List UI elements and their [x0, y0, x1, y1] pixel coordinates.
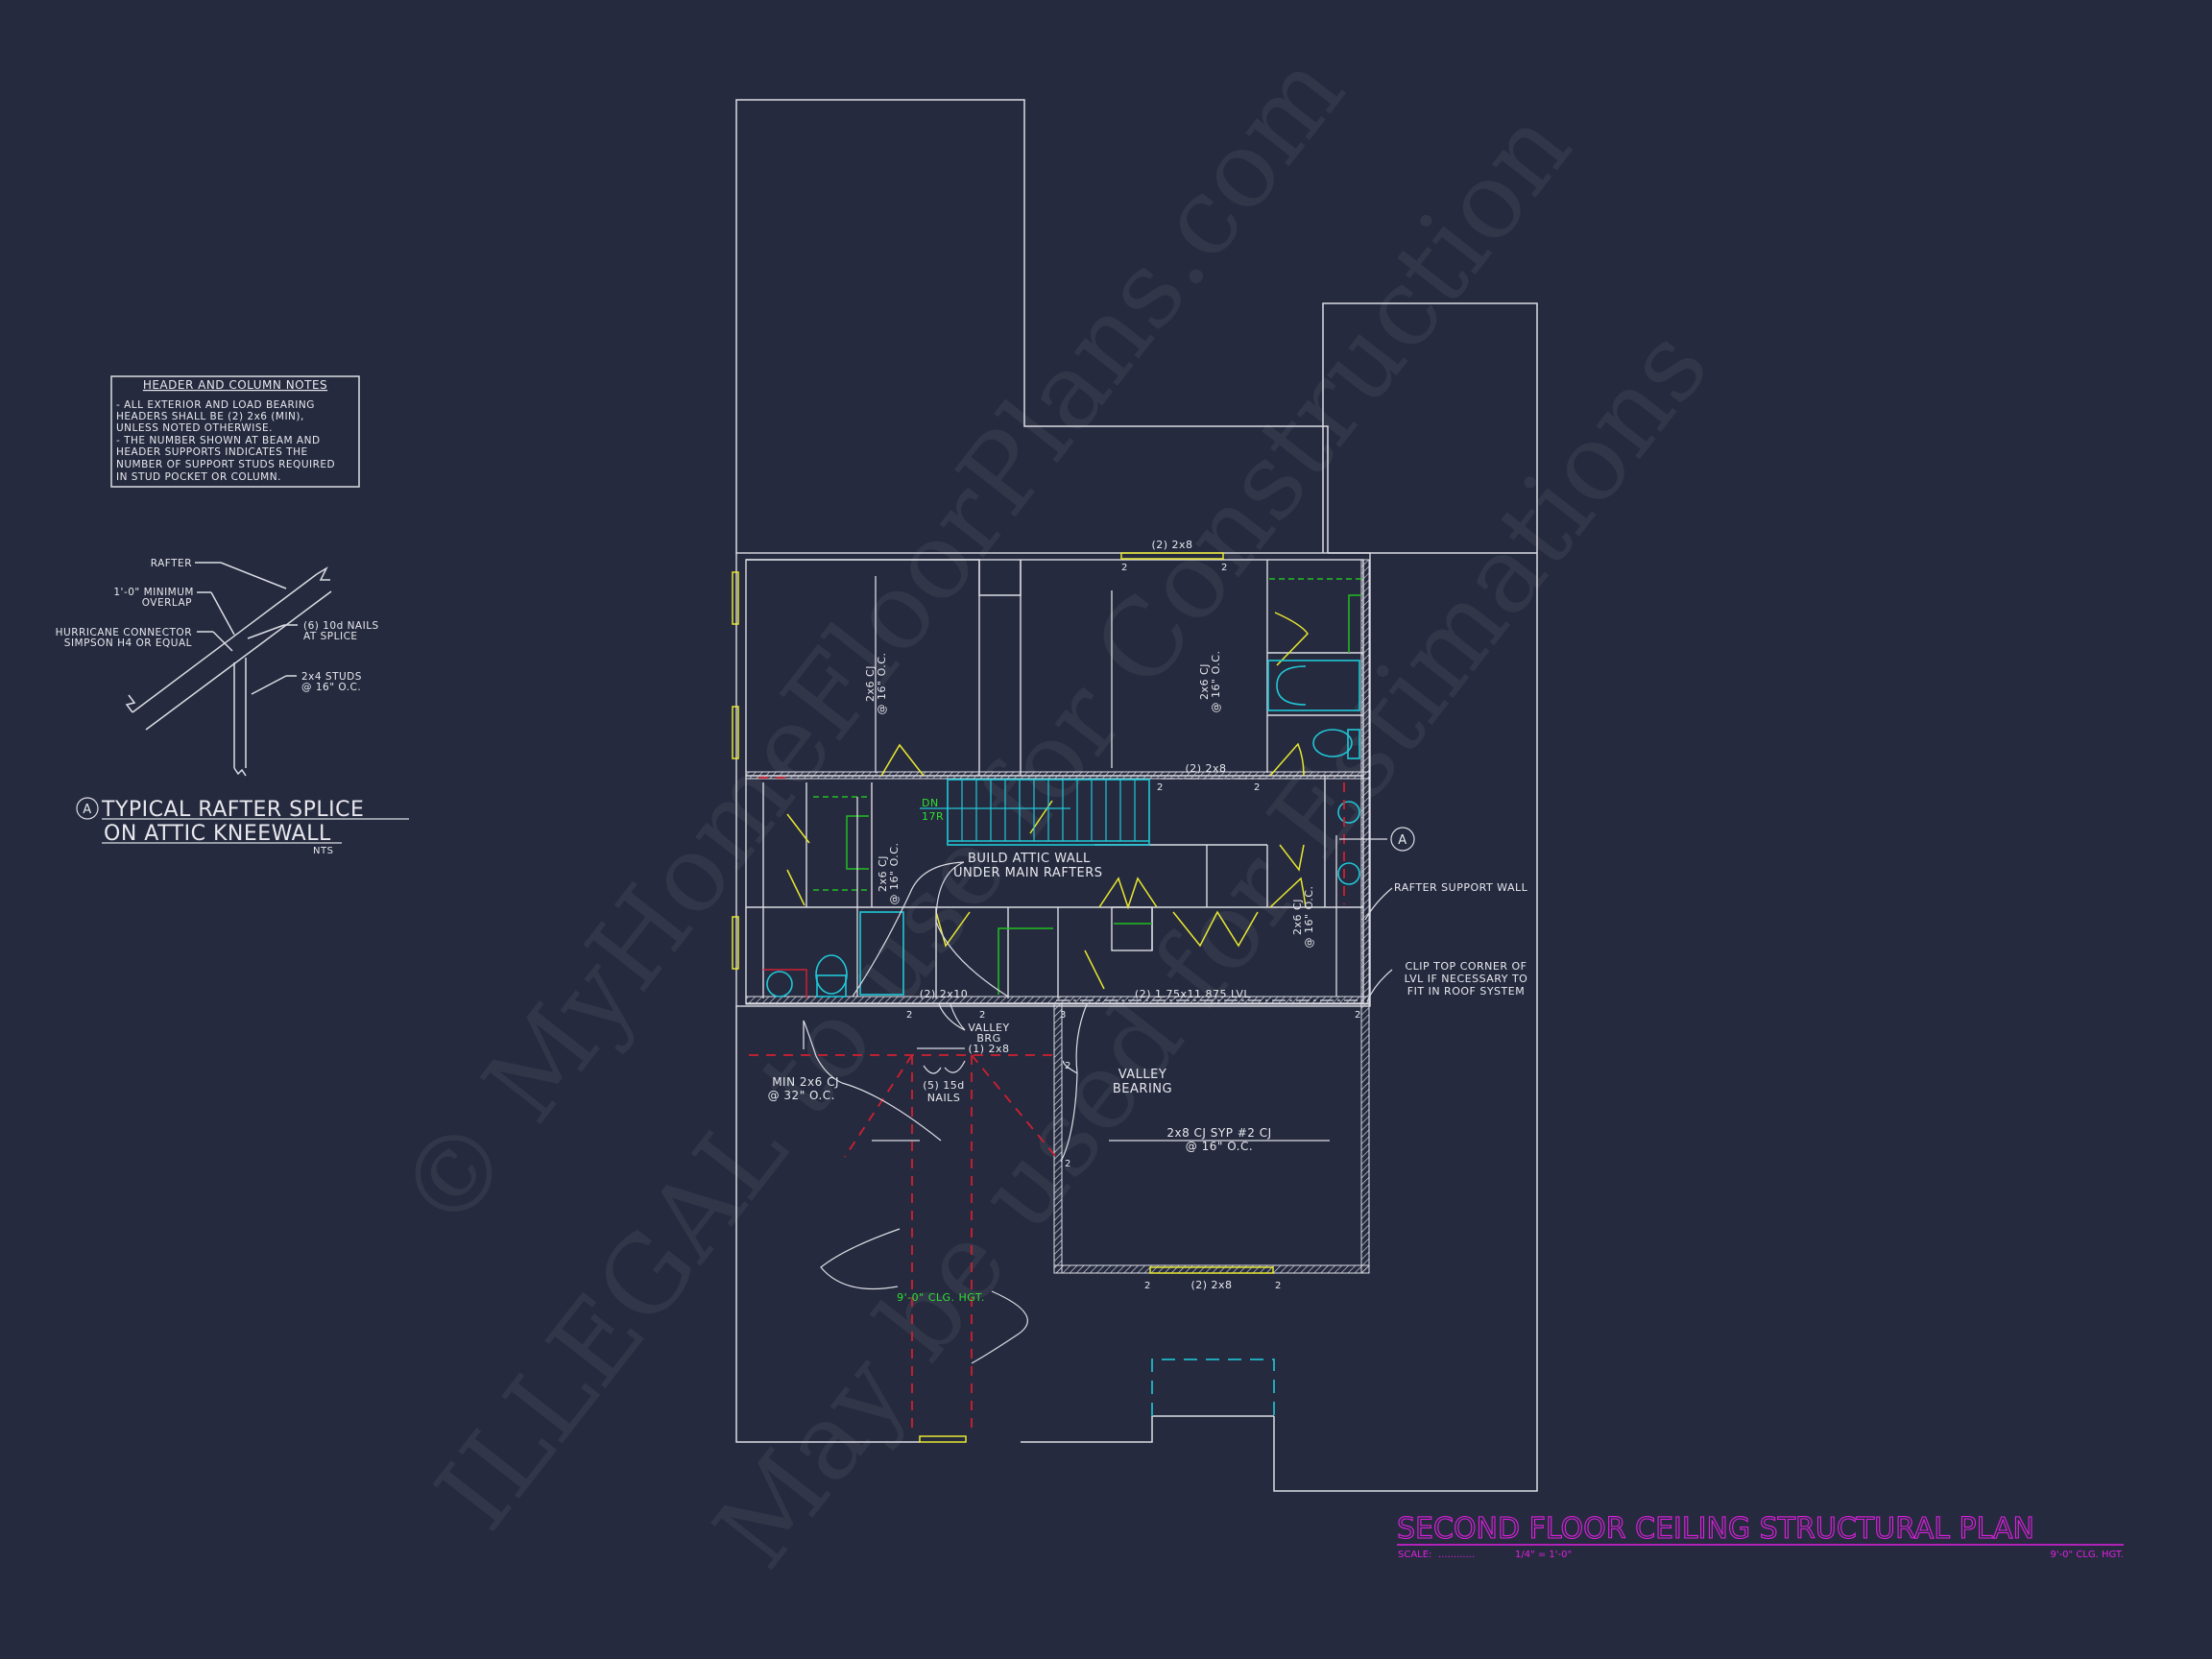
- watermark-line-2: ILLEGAL to use for Construction: [413, 87, 1595, 1551]
- notes-line: UNLESS NOTED OTHERWISE.: [116, 422, 273, 434]
- notes-line: - THE NUMBER SHOWN AT BEAM AND: [116, 435, 321, 446]
- joist-label: 2x6 CJ: [1291, 899, 1304, 935]
- joist-label: MIN 2x6 CJ: [772, 1075, 839, 1089]
- notes-line: HEADERS SHALL BE (2) 2x6 (MIN),: [116, 411, 304, 422]
- label-nails: (6) 10d NAILS: [303, 620, 379, 632]
- stair-risers: 17R: [922, 810, 944, 823]
- roof-outline: [735, 99, 1538, 1492]
- plan-labels: (2) 2x8 2 2 (2) 2x8 2 2 (2) 2x10 2 2 (2)…: [768, 539, 1528, 1304]
- notes-line: NUMBER OF SUPPORT STUDS REQUIRED: [116, 459, 335, 470]
- joist-label: 2x6 CJ: [1198, 663, 1211, 700]
- label-studs: @ 16" O.C.: [301, 682, 361, 693]
- valley-lines: [749, 777, 1345, 1435]
- notes-line: IN STUD POCKET OR COLUMN.: [116, 471, 281, 483]
- label-overlap: 1'-0" MINIMUM: [113, 587, 194, 598]
- bay-outline: [1151, 1358, 1275, 1416]
- stud-count: 2: [1254, 782, 1261, 793]
- stud-count: 2: [906, 1010, 913, 1021]
- callout-nails: (5) 15d: [923, 1079, 965, 1092]
- notes-line: - ALL EXTERIOR AND LOAD BEARING: [116, 399, 315, 411]
- stud-count: 2: [1121, 563, 1128, 573]
- detail-tag-circle: [76, 797, 99, 820]
- joist-label: @ 16" O.C.: [1303, 886, 1315, 949]
- callout-valley-bearing: BEARING: [1113, 1082, 1172, 1096]
- callout-clip-lvl: FIT IN ROOF SYSTEM: [1407, 985, 1525, 998]
- callout-attic-wall: BUILD ATTIC WALL: [968, 852, 1091, 866]
- joist-arrows: [803, 576, 1337, 1142]
- callout-valley-bearing: VALLEY: [1118, 1068, 1167, 1082]
- header-label: (2) 2x8: [1151, 539, 1192, 551]
- label-studs: 2x4 STUDS: [301, 671, 362, 683]
- rafter-splice-labels: RAFTER 1'-0" MINIMUM OVERLAP HURRICANE C…: [56, 558, 409, 856]
- scale-label: SCALE:: [1398, 1550, 1431, 1560]
- label-overlap: OVERLAP: [142, 597, 192, 609]
- header-label: (2) 2x8: [1185, 762, 1226, 775]
- joist-label: 2x6 CJ: [877, 855, 889, 892]
- callout-valley-brg: BRG: [976, 1032, 1000, 1045]
- header-label: (1) 2x8: [968, 1043, 1009, 1055]
- section-tag: A: [1398, 833, 1407, 848]
- callout-nails: NAILS: [927, 1092, 961, 1104]
- joist-label: 2x8 CJ SYP #2 CJ: [1166, 1126, 1271, 1140]
- stud-count: 2: [1065, 1159, 1071, 1169]
- label-connector: HURRICANE CONNECTOR: [56, 627, 192, 638]
- joist-label: 2x6 CJ: [864, 665, 877, 702]
- stud-count: 2: [1355, 1010, 1361, 1021]
- windows: [732, 552, 1274, 1443]
- joist-label: @ 16" O.C.: [1186, 1140, 1253, 1153]
- section-tag-circle: [1390, 827, 1415, 852]
- joist-label: @ 32" O.C.: [768, 1089, 835, 1102]
- joist-label: @ 16" O.C.: [876, 653, 888, 715]
- title-ceiling-height: 9'-0" CLG. HGT.: [2050, 1550, 2124, 1560]
- callout-attic-wall: UNDER MAIN RAFTERS: [953, 866, 1103, 880]
- header-label: (2) 1.75x11.875 LVL: [1135, 988, 1251, 1000]
- stair-direction: DN: [922, 797, 939, 809]
- detail-title: TYPICAL RAFTER SPLICE: [101, 798, 364, 822]
- stud-count: 2: [1275, 1281, 1282, 1291]
- rafter-splice-detail: [125, 562, 332, 777]
- detail-title: ON ATTIC KNEEWALL: [104, 822, 331, 846]
- joist-label: @ 16" O.C.: [888, 843, 901, 905]
- stud-count: 2: [979, 1010, 986, 1021]
- scale-leader: ............: [1438, 1550, 1475, 1560]
- notes-heading: HEADER AND COLUMN NOTES: [143, 378, 327, 392]
- label-nails: AT SPLICE: [303, 631, 358, 642]
- drawing-title: SECOND FLOOR CEILING STRUCTURAL PLAN: [1397, 1512, 2034, 1546]
- stud-count: 2: [1065, 1061, 1071, 1071]
- callout-rafter-support: RAFTER SUPPORT WALL: [1394, 881, 1528, 894]
- stud-count: 2: [1144, 1281, 1151, 1291]
- watermark: © MyHomeFloorPlans.com ILLEGAL to use fo…: [374, 31, 1732, 1590]
- label-rafter: RAFTER: [151, 558, 192, 569]
- notes-line: HEADER SUPPORTS INDICATES THE: [116, 446, 308, 458]
- callout-clip-lvl: LVL IF NECESSARY TO: [1405, 973, 1528, 985]
- stud-count: 2: [1157, 782, 1164, 793]
- callout-valley-brg: VALLEY: [968, 1022, 1009, 1034]
- stud-count: 2: [1221, 563, 1228, 573]
- header-label: (2) 2x8: [1190, 1279, 1232, 1291]
- red-wall-line: [763, 969, 807, 998]
- title-block: SECOND FLOOR CEILING STRUCTURAL PLAN SCA…: [1396, 1511, 2124, 1560]
- stud-count: 3: [1060, 1010, 1067, 1021]
- joist-label: @ 16" O.C.: [1210, 651, 1222, 713]
- label-connector: SIMPSON H4 OR EQUAL: [64, 637, 192, 649]
- callout-clip-lvl: CLIP TOP CORNER OF: [1406, 960, 1527, 973]
- detail-tag: A: [83, 803, 91, 817]
- header-column-notes: HEADER AND COLUMN NOTES - ALL EXTERIOR A…: [110, 375, 360, 488]
- leaders: [803, 838, 1393, 1364]
- ceiling-height-label: 9'-0" CLG. HGT.: [897, 1291, 985, 1304]
- stair-treads: [920, 780, 1136, 841]
- scale-value: 1/4" = 1'-0": [1515, 1550, 1572, 1560]
- detail-nts: NTS: [313, 846, 333, 856]
- header-label: (2) 2x10: [920, 988, 969, 1000]
